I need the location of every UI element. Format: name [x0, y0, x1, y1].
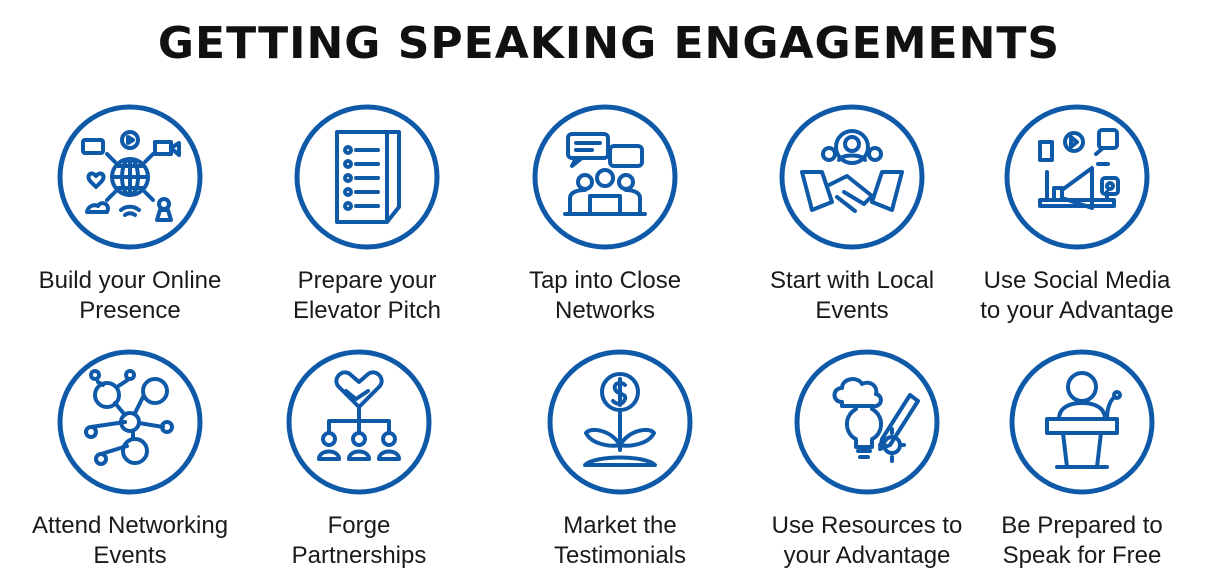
label-line-2: Partnerships [291, 542, 427, 569]
strategy-item: Be Prepared to Speak for Free [957, 347, 1207, 571]
label-line-1: Prepare your [297, 267, 437, 294]
label-line-2: Testimonials [553, 542, 687, 569]
bulb-pencil-gear-icon [794, 349, 940, 495]
label-line-1: Forge [327, 512, 391, 539]
label-line-2: Elevator Pitch [292, 297, 442, 324]
label-line-2: your Advantage [783, 542, 951, 569]
handshake-people-icon [779, 104, 925, 250]
network-nodes-icon [57, 349, 203, 495]
strategy-item: Use Social Media to your Advantage [952, 102, 1202, 326]
group-chat-icon [532, 104, 678, 250]
label-line-2: Presence [79, 297, 181, 324]
strategy-item: Use Resources to your Advantage [742, 347, 992, 571]
label-line-1: Market the [563, 512, 677, 539]
strategy-label: Use Resources to your Advantage [742, 511, 992, 571]
label-line-1: Use Resources to [771, 512, 963, 539]
label-line-2: Networks [554, 297, 656, 324]
speaker-podium-icon [1009, 349, 1155, 495]
label-line-2: Speak for Free [1002, 542, 1162, 569]
strategy-label: Use Social Media to your Advantage [952, 266, 1202, 326]
label-line-2: to your Advantage [980, 297, 1174, 324]
label-line-2: Events [93, 542, 167, 569]
megaphone-social-icon [1004, 104, 1150, 250]
label-line-1: Tap into Close [528, 267, 682, 294]
globe-network-icon [57, 104, 203, 250]
label-line-1: Start with Local [769, 267, 935, 294]
label-line-1: Attend Networking [31, 512, 229, 539]
page-title: GETTING SPEAKING ENGAGEMENTS [157, 18, 1061, 69]
label-line-2: Events [815, 297, 889, 324]
label-line-1: Be Prepared to [1001, 512, 1163, 539]
label-line-1: Build your Online [38, 267, 222, 294]
checklist-document-icon [294, 104, 440, 250]
money-plant-icon [547, 349, 693, 495]
label-line-1: Use Social Media [983, 267, 1171, 294]
partnership-hierarchy-icon [286, 349, 432, 495]
strategy-label: Be Prepared to Speak for Free [957, 511, 1207, 571]
